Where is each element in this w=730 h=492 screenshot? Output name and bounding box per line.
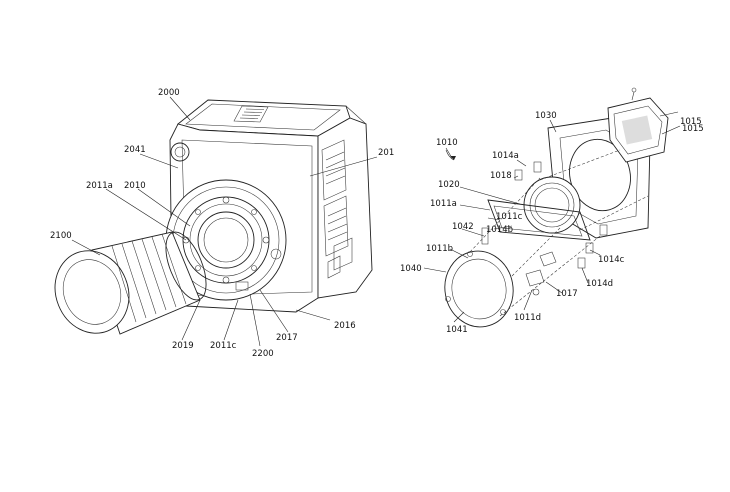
label-1011b: 1011b [426, 244, 453, 254]
arrow-1010 [445, 149, 455, 161]
emblem-icon [170, 142, 190, 162]
top-vent [233, 105, 269, 123]
label-1042: 1042 [452, 222, 474, 232]
label-1017: 1017 [556, 289, 578, 299]
label-1011d: 1011d [514, 313, 541, 323]
label-2019: 2019 [172, 341, 194, 351]
left-labels: 2000 2041 201 2011a 2010 2100 2019 2011c… [50, 88, 394, 359]
label-1018: 1018 [490, 171, 512, 181]
label-1020: 1020 [438, 180, 460, 190]
label-2010: 2010 [124, 181, 146, 191]
label-1041: 1041 [446, 325, 468, 335]
left-leaders [71, 96, 378, 347]
arrow-head [450, 156, 456, 160]
label-2017: 2017 [276, 333, 298, 343]
label-1015-top: 1015 [680, 117, 702, 127]
label-2100: 2100 [50, 231, 72, 241]
right-labels: 1010 1030 1015 1015 1014a 1018 1020 1011… [400, 111, 704, 335]
label-201: 201 [378, 148, 394, 158]
label-2000: 2000 [158, 88, 180, 98]
label-1010: 1010 [436, 138, 458, 148]
right-leaders [423, 111, 681, 323]
label-1014a: 1014a [492, 151, 519, 161]
side-vents [321, 139, 353, 279]
label-1040: 1040 [400, 264, 422, 274]
label-2011a: 2011a [86, 181, 113, 191]
label-1014b: 1014b [486, 225, 513, 235]
label-1011c: 1011c [496, 212, 523, 222]
label-1015: 1015 [682, 124, 704, 134]
label-1011a: 1011a [430, 199, 457, 209]
label-2200: 2200 [252, 349, 274, 359]
label-1030: 1030 [535, 111, 557, 121]
label-2016: 2016 [334, 321, 356, 331]
exploded-assembly [444, 87, 669, 328]
camera-body [54, 99, 373, 335]
label-1014c: 1014c [598, 255, 625, 265]
label-1014d: 1014d [586, 279, 613, 289]
label-2011c: 2011c [210, 341, 237, 351]
label-2041: 2041 [124, 145, 146, 155]
